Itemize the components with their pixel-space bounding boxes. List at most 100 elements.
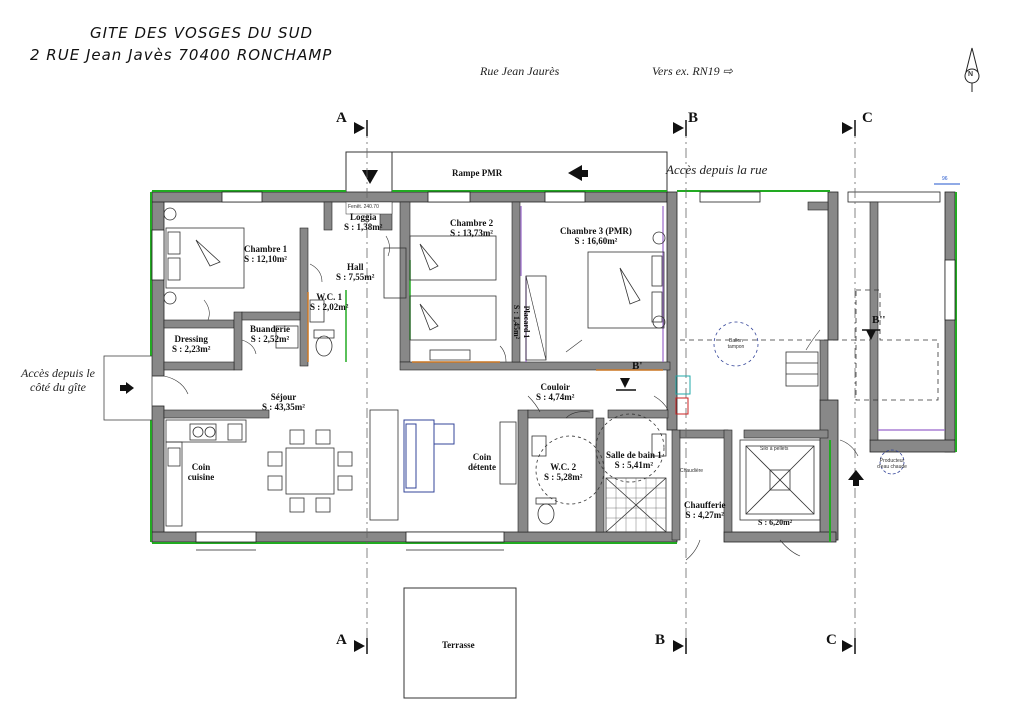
section-label-b-bottom: B bbox=[655, 632, 666, 648]
ramp-arrow-down-icon bbox=[362, 170, 378, 184]
room-area: S : 5,28m² bbox=[544, 472, 583, 482]
section-label-c-bottom: C bbox=[826, 632, 837, 648]
room-area: S : 2,23m² bbox=[172, 344, 211, 354]
room-name: Buanderie bbox=[250, 324, 291, 334]
room-name: W.C. 2 bbox=[550, 462, 577, 472]
room-area: S : 7,55m² bbox=[336, 272, 375, 282]
loggia-dim-label: Fenêt. 240.70 bbox=[348, 204, 379, 210]
couloir-cyan-box bbox=[675, 375, 691, 395]
section-label-b-second: B'' bbox=[872, 314, 886, 326]
dining-table bbox=[267, 429, 353, 513]
room-area: S : 2,52m² bbox=[250, 334, 290, 344]
room-name: W.C. 1 bbox=[316, 292, 343, 302]
room-area: S : 16,60m² bbox=[574, 236, 618, 246]
compass-north-icon bbox=[964, 47, 980, 92]
room-chambre3: Chambre 3 (PMR) S : 16,60m² bbox=[560, 226, 632, 246]
placard-diagonal bbox=[525, 275, 547, 361]
section-label-c-top: C bbox=[862, 110, 873, 126]
room-dressing: Dressing S : 2,23m² bbox=[172, 334, 210, 354]
room-name: Chambre 1 bbox=[244, 244, 288, 254]
page-title: GITE DES VOSGES DU SUD bbox=[90, 24, 314, 42]
access-side-label: Accès depuis le côté du gîte bbox=[21, 366, 95, 394]
room-silo-area: S : 6,20m² bbox=[758, 518, 793, 527]
access-street-label: Accès depuis la rue bbox=[666, 162, 768, 177]
room-sdb: Salle de bain 1 S : 5,41m² bbox=[606, 450, 662, 470]
room-buanderie: Buanderie S : 2,52m² bbox=[250, 324, 290, 344]
chaudiere-label: Chaudière bbox=[680, 468, 704, 474]
producteur-label: Producteur d'eau chaude bbox=[877, 458, 907, 470]
room-name: Chambre 2 bbox=[450, 218, 494, 228]
wc1-fixtures bbox=[309, 299, 335, 357]
room-placard: Placard 1 S : 1,45m² bbox=[511, 305, 531, 339]
windows bbox=[151, 191, 956, 543]
bench bbox=[369, 409, 399, 521]
ballon-tampon bbox=[713, 321, 759, 367]
room-name: Couloir bbox=[540, 382, 570, 392]
stairs bbox=[785, 351, 819, 387]
access-street-arrow-shaft bbox=[853, 480, 859, 486]
room-wc2: W.C. 2 S : 5,28m² bbox=[544, 462, 582, 482]
silo bbox=[739, 439, 821, 521]
room-area: S : 4,27m² bbox=[685, 510, 724, 520]
terrace bbox=[403, 587, 517, 699]
section-ticks bbox=[366, 120, 880, 654]
dim-top-label: 96 bbox=[942, 176, 948, 182]
street-direction: Vers ex. RN19 ⇨ bbox=[652, 64, 733, 78]
access-street-arrow-icon bbox=[848, 470, 864, 480]
room-wc1: W.C. 1 S : 2,02m² bbox=[310, 292, 348, 312]
door-swings bbox=[163, 235, 859, 561]
couloir-red-box bbox=[675, 397, 689, 415]
room-area: S : 5,41m² bbox=[614, 460, 654, 470]
section-lines bbox=[366, 128, 856, 650]
room-chambre2: Chambre 2 S : 13,73m² bbox=[450, 218, 493, 238]
bath-fixtures bbox=[595, 413, 667, 533]
placard-unit bbox=[525, 275, 547, 361]
room-name: Loggia bbox=[349, 212, 377, 222]
room-couloir: Couloir S : 4,74m² bbox=[536, 382, 574, 402]
room-area: S : 43,35m² bbox=[262, 402, 305, 412]
section-label-b-prime: B' bbox=[632, 360, 643, 372]
exterior-insulation bbox=[150, 190, 957, 544]
room-area: S : 13,73m² bbox=[450, 228, 494, 238]
room-name: Salle de bain 1 bbox=[606, 450, 662, 460]
buanderie-unit bbox=[275, 325, 299, 349]
section-label-b-top: B bbox=[688, 110, 699, 126]
room-area: S : 1,45m² bbox=[512, 304, 522, 340]
room-chambre1: Chambre 1 S : 12,10m² bbox=[244, 244, 287, 264]
ramp-arrow-shaft bbox=[582, 170, 588, 177]
shower-grid bbox=[606, 478, 666, 532]
room-name: Hall bbox=[346, 262, 364, 272]
room-area: S : 12,10m² bbox=[244, 254, 288, 264]
section-label-a-top: A bbox=[336, 110, 347, 126]
section-label-a-bottom: A bbox=[336, 632, 347, 648]
producteur-eau bbox=[879, 449, 905, 475]
ramp-box bbox=[345, 151, 668, 195]
room-name: Chaufferie bbox=[684, 500, 726, 510]
room-area: S : 1,38m² bbox=[344, 222, 383, 232]
ballon-label: Ballon tampon bbox=[727, 338, 745, 350]
ramp-label: Rampe PMR bbox=[452, 168, 503, 178]
room-detente: Coin détente bbox=[468, 452, 496, 472]
room-sejour: Séjour S : 43,35m² bbox=[262, 392, 305, 412]
page-address: 2 RUE Jean Javès 70400 RONCHAMP bbox=[30, 46, 333, 64]
street-name: Rue Jean Jaurès bbox=[480, 64, 560, 78]
room-loggia: Loggia S : 1,38m² bbox=[344, 212, 382, 232]
silo-tag-label: Silo à pellets bbox=[760, 446, 789, 452]
terrace-label: Terrasse bbox=[442, 640, 475, 650]
bed-chambre3 bbox=[587, 231, 666, 329]
room-cuisine: Coin cuisine bbox=[187, 462, 215, 482]
room-area: S : 2,02m² bbox=[310, 302, 349, 312]
tv-unit bbox=[499, 421, 517, 485]
room-name: Chambre 3 (PMR) bbox=[560, 226, 632, 236]
bed-chambre1 bbox=[163, 207, 245, 305]
sofa bbox=[403, 419, 455, 493]
section-markers bbox=[354, 122, 876, 652]
room-name: Dressing bbox=[174, 334, 208, 344]
room-chaufferie: Chaufferie S : 4,27m² bbox=[684, 500, 726, 520]
partition-lines-orange bbox=[307, 292, 663, 371]
wc2-fixtures bbox=[531, 435, 605, 525]
garage-dashed bbox=[680, 289, 939, 401]
ramp-arrow-left-icon bbox=[568, 165, 582, 181]
kitchen-counter bbox=[165, 419, 247, 527]
